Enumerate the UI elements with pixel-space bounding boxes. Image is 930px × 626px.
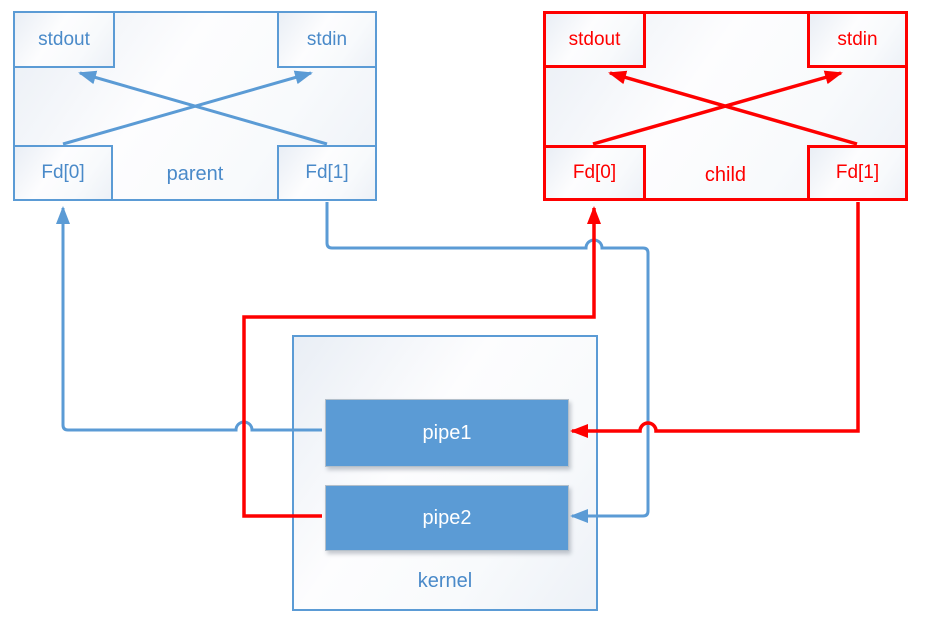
parent-stdout-box: stdout bbox=[13, 11, 115, 68]
child-fd1-label: Fd[1] bbox=[835, 162, 880, 183]
parent-fd0-label: Fd[0] bbox=[41, 162, 85, 183]
pipe1-to-parent-fd0-connector bbox=[56, 206, 322, 432]
pipe2-label: pipe2 bbox=[422, 506, 472, 529]
kernel-label: kernel bbox=[417, 570, 473, 592]
child-stdout-box: stdout bbox=[543, 11, 646, 68]
parent-fd1-label: Fd[1] bbox=[305, 162, 349, 183]
child-process-label: child bbox=[704, 164, 747, 186]
parent-fd0-box: Fd[0] bbox=[13, 145, 113, 201]
parent-fd1-box: Fd[1] bbox=[277, 145, 377, 201]
child-fd0-box: Fd[0] bbox=[543, 145, 646, 201]
pipe2-box: pipe2 bbox=[325, 485, 569, 551]
parent-stdin-box: stdin bbox=[277, 11, 377, 68]
child-process-box: stdout stdin Fd[0] Fd[1] child bbox=[543, 11, 908, 201]
child-fd1-box: Fd[1] bbox=[807, 145, 908, 201]
child-stdout-label: stdout bbox=[568, 28, 621, 50]
parent-stdout-label: stdout bbox=[38, 28, 90, 50]
child-stdin-box: stdin bbox=[807, 11, 908, 68]
kernel-box: pipe1 pipe2 kernel bbox=[292, 335, 598, 611]
parent-stdin-label: stdin bbox=[306, 28, 348, 50]
parent-process-label: parent bbox=[166, 163, 224, 185]
pipe1-label: pipe1 bbox=[422, 421, 472, 444]
child-fd0-label: Fd[0] bbox=[572, 162, 617, 183]
child-fd1-to-pipe1-connector bbox=[570, 202, 860, 438]
pipe1-box: pipe1 bbox=[325, 399, 569, 467]
parent-process-box: stdout stdin Fd[0] Fd[1] parent bbox=[13, 11, 377, 201]
child-stdin-label: stdin bbox=[837, 28, 878, 50]
